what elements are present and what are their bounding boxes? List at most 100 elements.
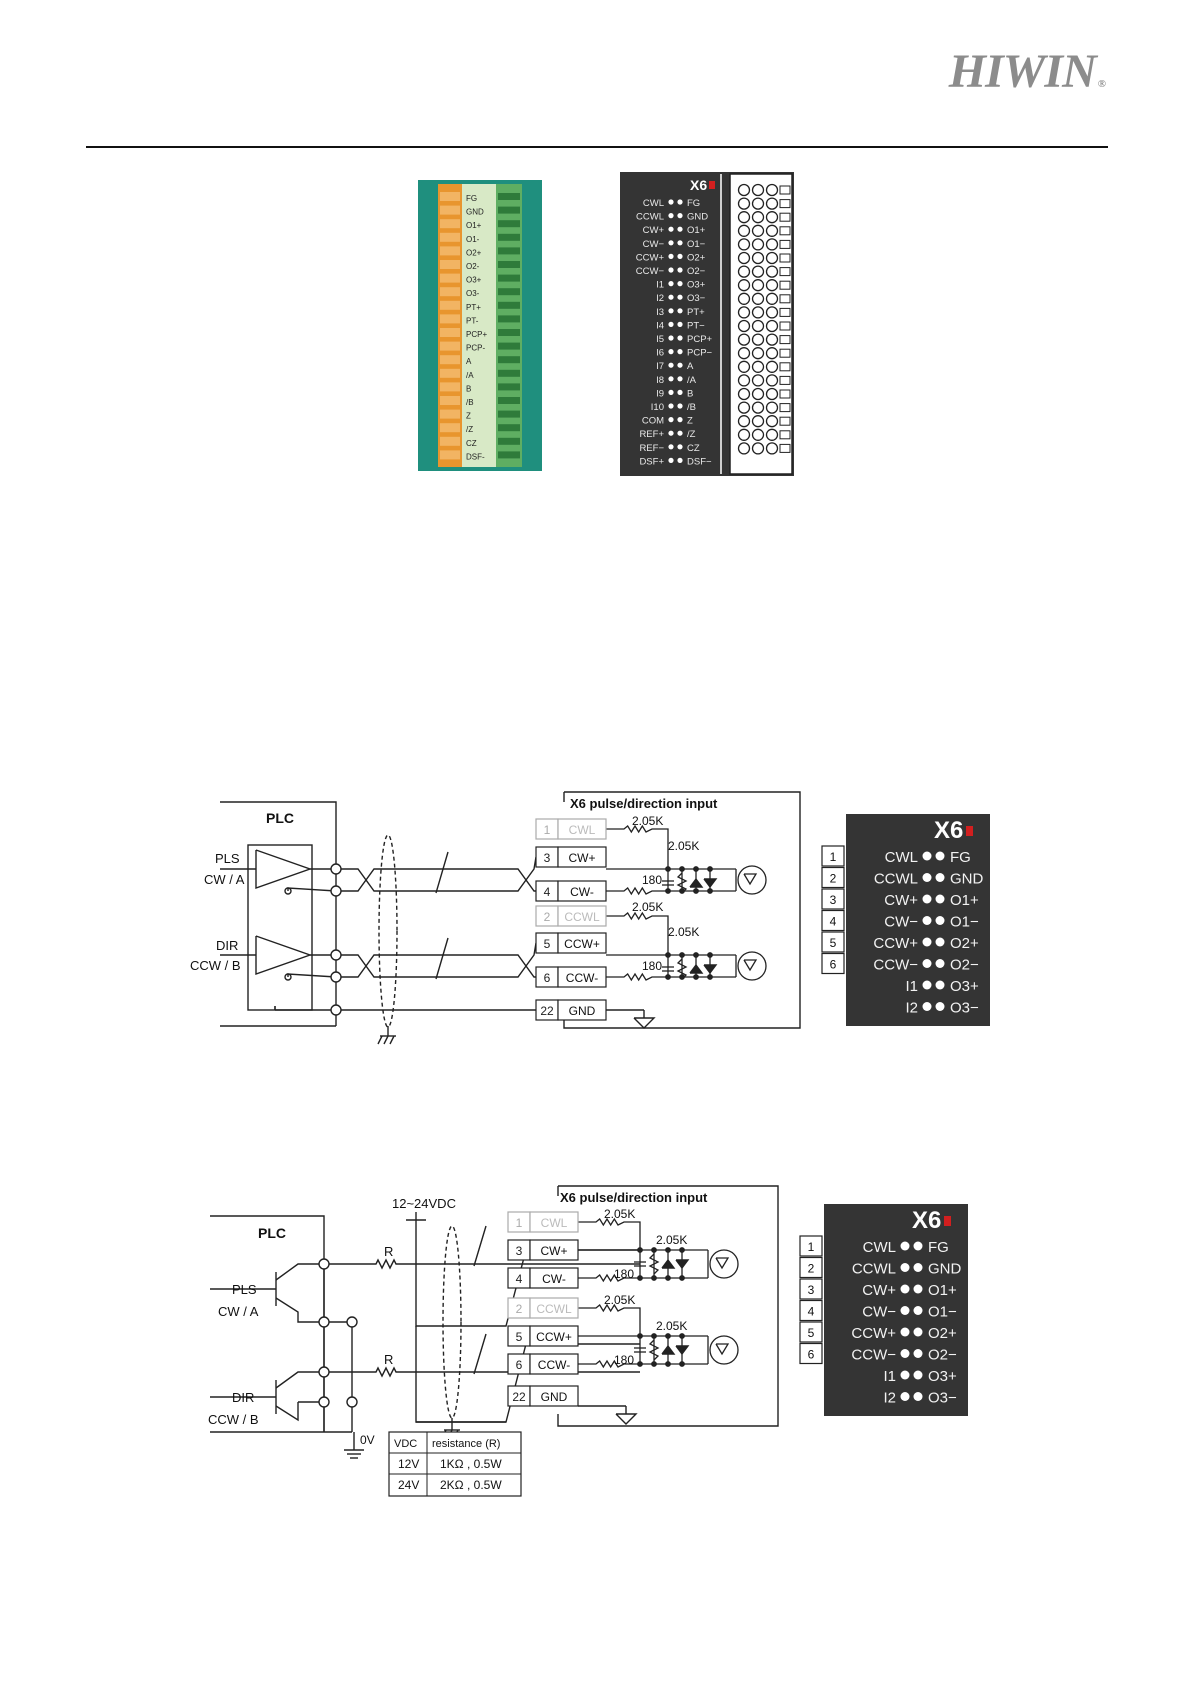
pin-number: 2 — [516, 1302, 523, 1316]
zoom-pin-number-box — [821, 866, 845, 889]
photo-terminal-slot — [440, 287, 460, 297]
pin-dot — [913, 1349, 923, 1358]
pin-dot — [668, 226, 674, 232]
d2-r5: 2.05K — [656, 1319, 687, 1333]
d2-box-title: X6 pulse/direction input — [560, 1190, 708, 1205]
screw-hole — [751, 387, 765, 401]
latch — [779, 416, 791, 426]
pin-dot — [668, 376, 674, 382]
pin-dot — [668, 444, 674, 450]
photo-terminal-screw — [498, 233, 520, 241]
zoom-left-pin: CW− — [884, 914, 918, 931]
screw-hole — [751, 401, 765, 414]
screw-hole — [765, 401, 779, 414]
pin-number: 4 — [544, 885, 551, 899]
pin-label-box — [529, 1297, 579, 1319]
screw-hole — [765, 265, 779, 278]
zoom-left-pin: CW+ — [884, 892, 918, 909]
screw-hole — [737, 265, 751, 278]
pin-label-box — [529, 1267, 579, 1289]
pin-dot — [935, 1002, 945, 1011]
screw-hole — [751, 251, 765, 265]
screw-hole — [737, 333, 751, 346]
zoom-pin-number: 2 — [808, 1262, 815, 1276]
panel-right-pin: FG — [687, 198, 700, 209]
photo-terminal-label: PCP+ — [466, 330, 487, 339]
pin-dot — [668, 267, 674, 273]
photo-terminal-slot — [440, 436, 460, 446]
panel-left-pin: CWL — [643, 198, 664, 209]
photo-terminal-label: GND — [466, 208, 484, 217]
latch — [779, 430, 791, 440]
pin-label-box — [529, 1325, 579, 1347]
panel-left-pin: COM — [642, 416, 664, 427]
photo-terminal-screw — [498, 193, 520, 200]
photo-terminal-screw — [498, 288, 520, 296]
panel-left-pin: CCW− — [636, 266, 665, 277]
header-divider — [86, 146, 1108, 148]
zoom-pin-number-box — [821, 952, 845, 975]
pin-dot — [677, 267, 683, 273]
zoom-panel-title: X6 — [912, 1207, 941, 1234]
pin-dot — [668, 308, 674, 314]
latch — [779, 199, 791, 209]
pin-label: CCW- — [566, 971, 598, 985]
zoom-pin-number-box — [821, 888, 845, 910]
pin-dot — [935, 937, 945, 947]
pin-dot — [913, 1306, 923, 1315]
pin-dot — [677, 457, 683, 463]
zoom-pin-number-box — [799, 1321, 823, 1343]
latch — [779, 389, 791, 399]
panel-right-pin: O3− — [687, 293, 706, 304]
screw-hole — [751, 319, 765, 333]
panel-right-pin: DSF− — [687, 456, 712, 467]
zoom-right-pin: O1− — [928, 1304, 957, 1321]
zoom-left-pin: I1 — [883, 1368, 896, 1385]
photo-terminal-label: O3+ — [466, 276, 482, 285]
pin-dot — [668, 240, 674, 246]
photo-terminal-slot — [440, 219, 460, 229]
screw-hole — [737, 347, 751, 360]
photo-terminal-label: A — [466, 357, 472, 366]
d1-box-title: X6 pulse/direction input — [570, 796, 718, 811]
pin-dot — [935, 873, 945, 882]
screw-hole — [737, 251, 751, 265]
pin-dot — [913, 1392, 923, 1401]
d2-r2: 2.05K — [656, 1233, 687, 1247]
photo-terminal-screw — [498, 247, 520, 255]
photo-terminal-screw — [498, 329, 520, 336]
photo-terminal-slot — [440, 300, 460, 310]
screw-hole — [737, 211, 751, 224]
pin-label-box — [557, 818, 607, 840]
pin-label: GND — [541, 1390, 568, 1404]
zoom-right-pin: O1+ — [950, 892, 979, 909]
screw-hole — [737, 319, 751, 333]
photo-terminal-slot — [440, 396, 460, 405]
pin-dot — [677, 294, 683, 300]
photo-terminal-screw — [498, 437, 520, 445]
screw-hole — [765, 183, 779, 197]
screw-hole — [737, 197, 751, 210]
pin-dot — [935, 851, 945, 861]
zoom-left-pin: CCWL — [874, 871, 918, 888]
panel-left-pin: I5 — [656, 334, 664, 345]
pin-dot — [922, 937, 932, 947]
pin-label-box — [529, 1239, 579, 1261]
screw-hole — [737, 238, 751, 251]
photo-terminal-slot — [440, 205, 460, 215]
latch — [779, 280, 791, 290]
pin-label: CW- — [570, 885, 594, 899]
pin-label-box — [557, 846, 607, 868]
d1-r2: 2.05K — [668, 839, 699, 853]
screw-hole — [751, 360, 765, 373]
d2-r1-label: R — [384, 1244, 393, 1259]
zoom-pin-number-box — [821, 909, 845, 932]
pin-label: CW+ — [541, 1244, 568, 1258]
pin-number: 1 — [516, 1216, 523, 1230]
photo-terminal-label: O1- — [466, 235, 480, 244]
pin-dot — [913, 1241, 923, 1251]
zoom-left-pin: CW+ — [862, 1282, 896, 1299]
screw-hole — [765, 238, 779, 251]
resistance-table: VDC resistance (R) 12V 1KΩ , 0.5W 24V 2K… — [388, 1431, 522, 1497]
